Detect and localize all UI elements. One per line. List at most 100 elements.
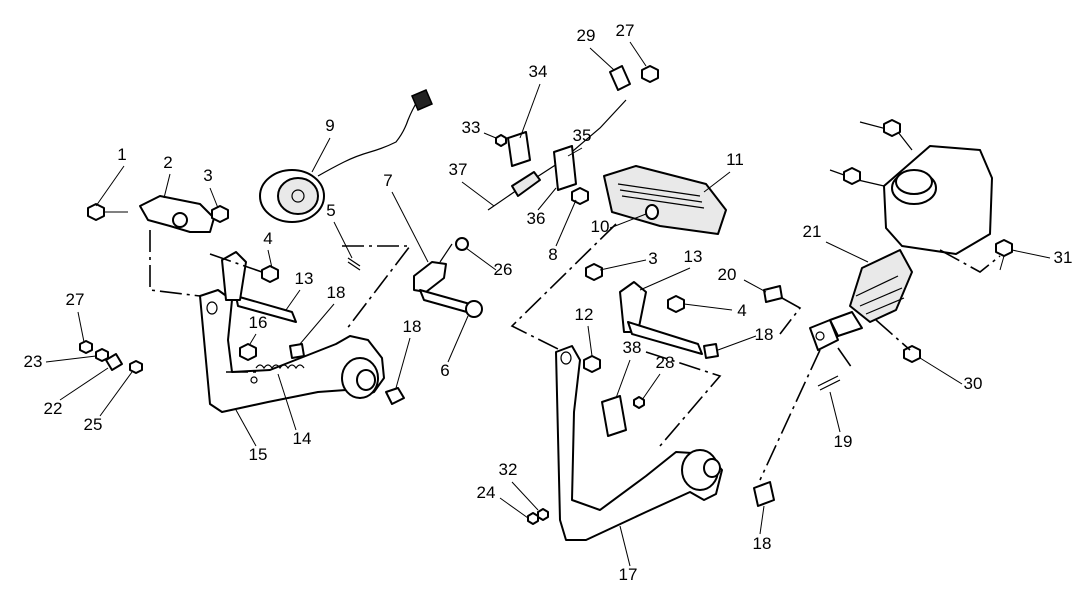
part-4-nut-right [667,295,685,313]
part-9-sensor [259,89,433,223]
callout-c29: 29 [577,26,596,45]
leader-26 [465,247,497,271]
callout-c5: 5 [326,201,335,220]
part-6-pin-head [465,300,483,318]
part-24-nut [527,512,539,525]
callout-c23: 23 [24,352,43,371]
callout-c30: 30 [964,374,983,393]
leader-28 [641,373,661,401]
part-37-cable-ferrule [511,171,541,197]
leader-34 [519,83,541,139]
sensor-center [291,189,305,203]
part-25-nut [129,360,143,374]
part-3-bolt-right [585,263,603,281]
callout-c31: 31 [1054,248,1073,267]
leader-9 [311,137,331,173]
centerline-master-19 [837,347,853,369]
centerline-left-clevis [342,245,412,331]
assembly-centerlines [149,223,1001,481]
leader-17 [619,525,631,567]
callout-c16: 16 [249,313,268,332]
callout-c3a: 3 [203,166,212,185]
cable-assembly [455,65,659,251]
part-13-bracket-right [619,281,647,333]
part-3-nut-left [211,205,229,223]
part-15-hub-bore [356,369,376,391]
centerline-right-pad [510,223,617,351]
callout-c19: 19 [834,432,853,451]
part-26-nut [455,237,469,251]
part-15-arm-hole [206,301,218,315]
part-18-bushing-right [703,343,719,359]
left-cable-stub [439,243,453,263]
master-cylinder-cap-top [895,169,933,195]
part-17-arm-hole [560,351,572,365]
callout-c4b: 4 [737,301,746,320]
callout-c6: 6 [440,361,449,380]
callout-c27b: 27 [616,21,635,40]
master-cylinder-boot-ribs [855,275,905,315]
callout-c28: 28 [656,353,675,372]
leader-6 [447,315,469,363]
centerline-left-cam [149,230,201,297]
part-18-bushing-bottom [753,481,775,507]
leader-18b [395,337,411,389]
part-15-pedal-arm [199,289,385,413]
leader-33 [483,132,497,139]
callout-c18b: 18 [403,317,422,336]
centerline-right-bracket [645,351,722,447]
part-21-master-cylinder [809,119,1013,391]
part-36-screw [571,187,589,205]
left-pedal-assembly [79,195,483,413]
leader-18c [717,335,757,351]
part-17-hub-bore [703,458,721,478]
part-14-spring [255,364,305,370]
part-13-pivot-tube [235,295,297,323]
part-20-pin [763,285,783,303]
part-2-cam-hole [172,212,188,228]
leader-35 [567,147,583,157]
part-16-nut [239,343,257,361]
part-30-nut [903,345,921,363]
leader-11 [703,171,731,193]
part-38-switch [601,395,627,437]
callout-c8: 8 [548,245,557,264]
leader-10 [609,213,647,229]
part-18-bushing-left [385,387,405,405]
part-31-bolt [995,239,1013,257]
part-28-screw [633,396,645,409]
leader-31 [1011,249,1051,259]
callout-c17: 17 [619,565,638,584]
leader-7 [391,191,429,263]
callout-c7: 7 [383,171,392,190]
part-12-nut [583,355,601,373]
part-18-bushing-mid [289,343,305,359]
right-pedal-assembly [527,165,783,541]
callout-c24: 24 [477,483,496,502]
callout-c13a: 13 [295,269,314,288]
leader-22 [59,367,109,401]
centerline-master-31 [939,249,1001,273]
leader-2 [163,173,171,199]
leader-4b [683,303,733,311]
callout-c27a: 27 [66,290,85,309]
callout-c11: 11 [726,150,744,169]
leader-18a [299,303,335,345]
leader-8 [555,199,577,247]
centerline-right-pin [779,297,802,335]
part-33-screw [495,134,507,147]
leader-29 [589,47,615,71]
callout-c18c: 18 [755,325,774,344]
part-7-clevis [413,261,447,293]
leader-15 [235,409,257,447]
leader-27b [629,41,647,67]
callout-c20: 20 [718,265,737,284]
leader-32 [511,481,539,511]
leader-18d [759,505,765,535]
callout-c32: 32 [499,460,518,479]
leader-37 [461,181,495,207]
part-35-plate [553,145,577,191]
callout-c34: 34 [529,62,548,81]
part-5-cotter-pin [347,257,361,271]
leader-20 [743,279,767,293]
